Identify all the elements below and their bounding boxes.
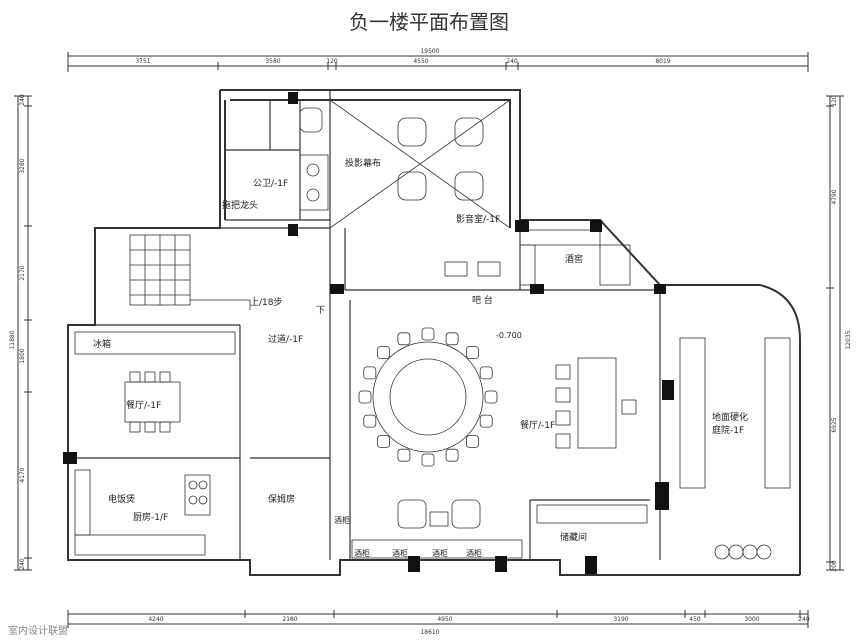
label-garden-line1: 地面硬化 (712, 411, 748, 423)
dim-left-seg-6: 240 (19, 558, 26, 570)
dimension-labels: 19500 3751 3580 120 4550 240 8019 18610 … (9, 48, 852, 636)
room-labels: 公卫/-1F 拖把龙头 投影幕布 影音室/-1F 酒窖 吧 台 -0.700 上… (93, 157, 748, 558)
dim-left-seg-2: 3280 (19, 158, 26, 173)
label-big-dining: 餐厅/-1F (520, 419, 555, 431)
stairs (129, 234, 251, 310)
round-table-chair (479, 366, 493, 380)
round-table-chair (421, 453, 435, 467)
dim-bottom-seg-7: 240 (798, 616, 810, 623)
dim-right-seg-3: 6925 (831, 417, 838, 432)
label-wine-cabinet-2: 酒柜 (354, 548, 370, 558)
round-table-chair (479, 414, 493, 428)
label-wine-cellar: 酒窖 (565, 253, 583, 265)
round-table-chair (377, 435, 390, 448)
dim-bottom-seg-4: 3190 (613, 616, 628, 623)
round-table-chair (484, 390, 498, 404)
dim-left-seg-5: 4170 (19, 467, 26, 482)
label-wine-cabinet-5: 酒柜 (466, 548, 482, 558)
round-table-chair (445, 448, 459, 462)
label-projection-screen: 投影幕布 (345, 157, 381, 169)
round-table-chair (397, 332, 411, 346)
label-wine-cabinet-3: 酒柜 (392, 548, 408, 558)
dim-bottom-seg-1: 4240 (148, 616, 163, 623)
dim-bottom-seg-6: 3000 (744, 616, 759, 623)
round-table-chairs (358, 327, 498, 467)
dim-top-seg-2: 3580 (265, 58, 280, 65)
wine-racks (351, 229, 648, 559)
label-bar: 吧 台 (472, 294, 493, 306)
label-theater: 影音室/-1F (456, 213, 500, 225)
round-dining-table (372, 341, 484, 453)
dim-top-seg-4: 4550 (413, 58, 428, 65)
label-small-dining: 餐厅/-1F (126, 399, 161, 411)
dim-left-seg-3: 2170 (19, 265, 26, 280)
dim-bottom-seg-5: 450 (689, 616, 701, 623)
label-public-bath: 公卫/-1F (253, 178, 288, 189)
theater-ceiling-lines (329, 99, 511, 229)
label-elevation: -0.700 (496, 331, 522, 340)
watermark: 室内设计联盟 (8, 626, 68, 637)
theater-seats (397, 117, 484, 201)
label-nanny-room: 保姆房 (268, 493, 295, 505)
dim-bottom-total: 18610 (420, 629, 439, 636)
dim-ticks-top (67, 52, 809, 72)
dim-left-total: 11880 (9, 330, 16, 349)
label-down: 下 (316, 306, 325, 316)
structural-columns (63, 92, 674, 574)
long-dining-table (555, 357, 637, 449)
dim-top-seg-5: 240 (506, 58, 518, 65)
round-table-chair (363, 414, 377, 428)
label-stairs: 上/18步 (250, 297, 283, 308)
page-title: 负一楼平面布置图 (349, 10, 509, 34)
round-table-chair (377, 346, 390, 359)
kitchen-counters (74, 469, 211, 556)
round-table-chair (466, 346, 479, 359)
dim-right-seg-1: 120 (831, 95, 838, 107)
bar-stools (444, 261, 501, 277)
dim-top-seg-1: 3751 (135, 58, 150, 65)
garden-features (679, 337, 791, 560)
label-corridor: 过道/-1F (268, 333, 303, 345)
dim-left-seg-1: 240 (19, 94, 26, 106)
dim-right-seg-2: 4790 (831, 189, 838, 204)
round-table-chair (358, 390, 372, 404)
label-wine-cabinet-1: 酒柜 (334, 515, 350, 525)
dim-top-total: 19500 (420, 48, 439, 55)
bathroom-fixtures (299, 107, 329, 211)
dim-ticks-left (14, 95, 32, 571)
dim-bottom-seg-3: 4950 (437, 616, 452, 623)
dim-ticks-bottom (67, 610, 809, 628)
dim-right-seg-4: 200 (831, 560, 838, 572)
lounge-seats (397, 499, 481, 529)
round-table-chair (363, 366, 377, 380)
label-storage: 储藏间 (560, 531, 587, 543)
dim-top-seg-6: 8019 (655, 58, 670, 65)
dim-top-seg-3: 120 (326, 58, 338, 65)
label-wine-cabinet-4: 酒柜 (432, 548, 448, 558)
round-table-chair (421, 327, 435, 341)
dim-right-total: 12035 (845, 330, 852, 349)
label-fridge: 冰箱 (93, 338, 111, 350)
dim-bottom-seg-2: 2180 (282, 616, 297, 623)
round-table-chair (445, 332, 459, 346)
label-garden-line2: 庭院-1F (712, 424, 744, 436)
label-rice-cooker: 电饭煲 (108, 493, 135, 505)
round-table-chair (397, 448, 411, 462)
label-mop-tap: 拖把龙头 (222, 199, 258, 211)
dim-ticks-right (826, 95, 844, 571)
small-dining-table (74, 331, 236, 433)
label-kitchen: 厨房-1/F (133, 511, 168, 523)
dim-left-seg-4: 1800 (19, 348, 26, 363)
round-table-chair (466, 435, 479, 448)
